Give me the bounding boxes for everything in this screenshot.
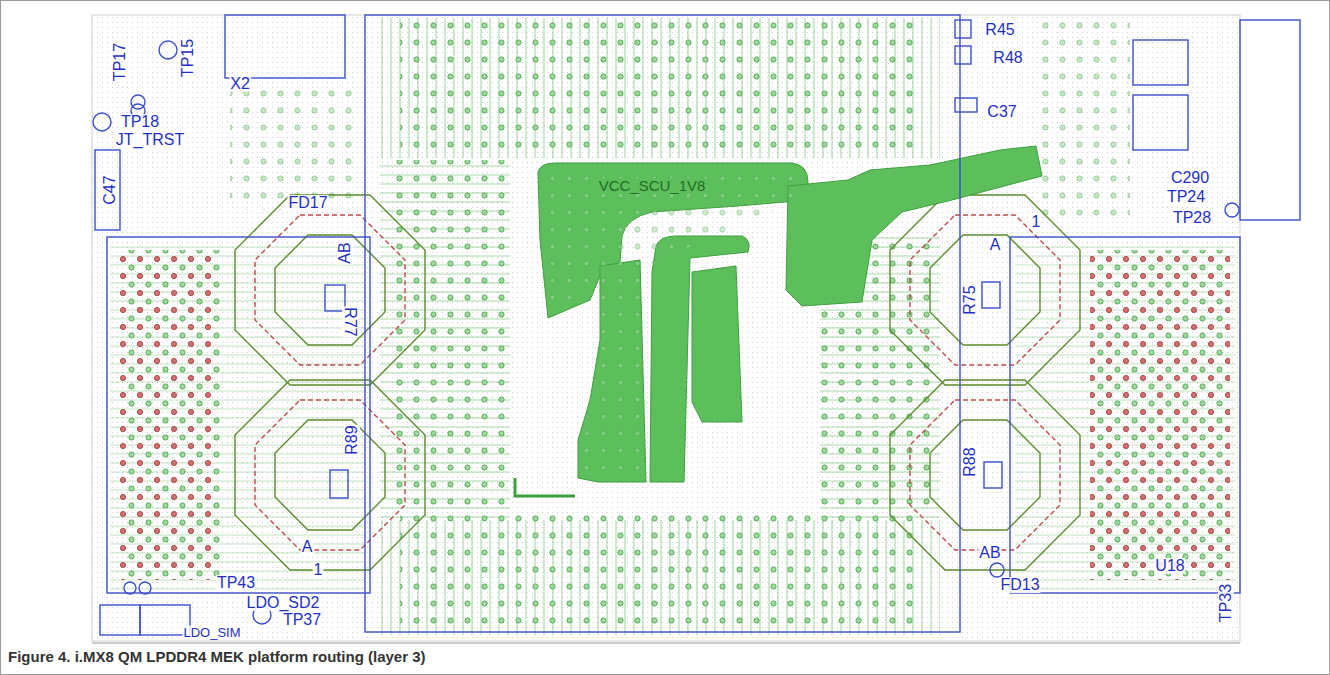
part-label: TP37 — [282, 612, 322, 628]
part-label: LDO_SD2 — [246, 595, 321, 611]
part-label: TP33 — [1218, 583, 1234, 623]
part-label: A — [989, 237, 1002, 253]
part-label: C290 — [1170, 170, 1210, 186]
part-label: LDO_SIM — [182, 626, 241, 639]
figure-caption: Figure 4. i.MX8 QM LPDDR4 MEK platform r… — [8, 648, 426, 665]
part-label: AB — [337, 241, 353, 264]
part-label: X2 — [229, 76, 251, 92]
part-label: R48 — [992, 50, 1023, 66]
part-label: C47 — [102, 174, 118, 205]
part-label: U18 — [1154, 558, 1185, 574]
part-label: R45 — [984, 22, 1015, 38]
part-label: R89 — [344, 424, 360, 455]
part-label: R75 — [962, 284, 978, 315]
part-label: JT_TRST — [115, 132, 185, 148]
part-label: TP15 — [180, 38, 196, 78]
part-label: TP28 — [1172, 210, 1212, 226]
part-label: TP43 — [216, 575, 256, 591]
part-label: 1 — [1031, 214, 1042, 230]
part-label: FD13 — [999, 577, 1040, 593]
part-label: A — [301, 539, 314, 555]
net-name: VCC_SCU_1V8 — [598, 178, 707, 194]
part-label: FD17 — [287, 195, 328, 211]
part-label: TP18 — [120, 114, 160, 130]
part-label: AB — [978, 545, 1001, 561]
part-label: R77 — [342, 306, 358, 337]
part-label: 1 — [313, 562, 324, 578]
part-label: R88 — [962, 446, 978, 477]
part-label: TP17 — [112, 42, 128, 82]
part-label: C37 — [986, 104, 1017, 120]
part-label: TP24 — [1166, 189, 1206, 205]
